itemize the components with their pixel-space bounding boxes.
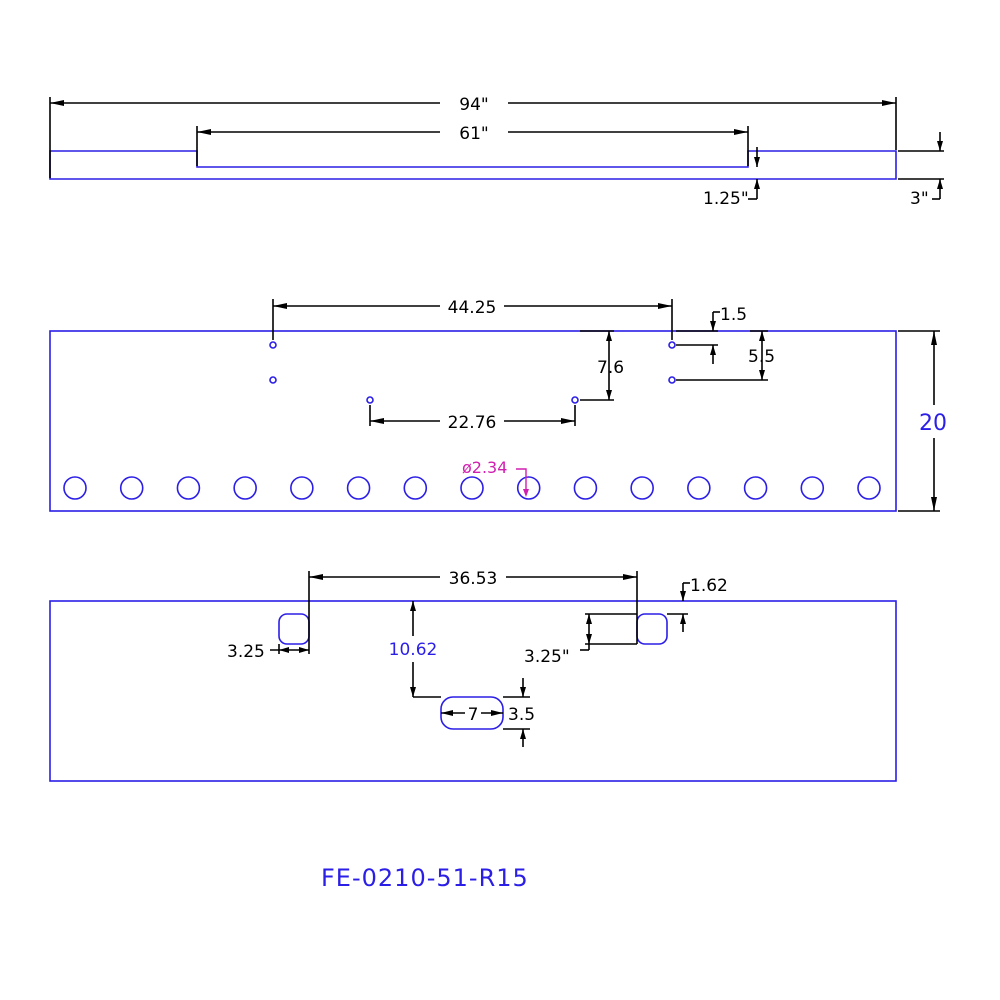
bolt-hole xyxy=(516,476,541,500)
thickness-dimension: 3" xyxy=(898,132,944,209)
notch-length-dimension: 61" xyxy=(196,124,749,166)
mounting-hole xyxy=(571,396,579,404)
hole-spacing-label: 44.25 xyxy=(448,298,497,318)
lower-hole-height-dimension: 7.6 xyxy=(580,330,624,401)
hole-spacing-dimension: 44.25 xyxy=(272,298,673,340)
slot-spacing-label: 36.53 xyxy=(449,569,498,589)
overall-length-label: 94" xyxy=(459,95,488,115)
left-slot-size-label: 3.25 xyxy=(227,642,265,662)
hole-vertical-spacing-dimension: 5.5 xyxy=(676,330,775,381)
top-view: 94" 61" 1.25" xyxy=(49,95,944,209)
bolt-hole xyxy=(119,476,144,500)
bolt-hole xyxy=(573,476,598,500)
notch-depth-dimension: 1.25" xyxy=(703,147,760,209)
left-slot xyxy=(278,613,310,645)
height-dimension: 20 xyxy=(898,330,947,512)
lower-hole-height-label: 7.6 xyxy=(597,358,624,378)
center-slot-width-dimension: 3.5 xyxy=(503,678,535,747)
bolt-hole-callout: ø2.34 xyxy=(462,458,529,497)
bottom-view-outline xyxy=(49,600,897,782)
left-slot-size-dimension: 3.25 xyxy=(227,642,310,662)
hole-vertical-spacing-label: 5.5 xyxy=(748,347,775,367)
bolt-hole xyxy=(403,476,428,500)
mounting-hole xyxy=(269,341,277,349)
notch-length-label: 61" xyxy=(459,124,488,144)
lower-hole-spacing-label: 22.76 xyxy=(448,413,497,433)
bolt-hole xyxy=(743,476,768,500)
slot-spacing-dimension: 36.53 xyxy=(308,569,638,644)
bolt-hole xyxy=(687,476,711,500)
bolt-hole xyxy=(800,476,825,500)
thickness-label: 3" xyxy=(910,189,929,209)
bolt-hole xyxy=(857,476,881,500)
center-slot-length-dimension: 7 xyxy=(441,705,503,725)
mounting-hole xyxy=(366,396,374,404)
bolt-hole-diameter-label: ø2.34 xyxy=(462,458,507,477)
top-view-outline xyxy=(49,150,897,180)
hole-offset-dimension: 1.5 xyxy=(676,305,747,364)
height-label: 20 xyxy=(919,411,947,436)
front-view: 44.25 1.5 5.5 7 xyxy=(49,298,947,512)
center-slot-height-dimension: 10.62 xyxy=(389,601,441,698)
bolt-hole xyxy=(290,476,314,500)
bolt-hole xyxy=(346,476,371,500)
bolt-hole xyxy=(233,476,257,500)
hole-offset-label: 1.5 xyxy=(720,305,747,325)
notch-depth-label: 1.25" xyxy=(703,189,749,209)
bolt-hole xyxy=(630,476,654,500)
right-slot-size-dimension: 3.25" xyxy=(524,613,637,667)
bottom-view: 36.53 1.62 3.25 xyxy=(49,569,897,782)
bolt-hole xyxy=(63,476,87,500)
overall-length-dimension: 94" xyxy=(49,95,897,178)
mounting-hole xyxy=(668,376,676,384)
mounting-hole xyxy=(269,376,277,384)
lower-hole-spacing-dimension: 22.76 xyxy=(369,405,576,433)
center-slot-width-label: 3.5 xyxy=(508,705,535,725)
bolt-hole xyxy=(460,476,484,500)
slot-top-offset-dimension: 1.62 xyxy=(667,576,728,632)
front-view-outline xyxy=(49,330,897,512)
right-slot xyxy=(636,613,668,645)
part-number: FE-0210-51-R15 xyxy=(321,864,529,892)
right-slot-size-label: 3.25" xyxy=(524,647,570,667)
center-slot-height-label: 10.62 xyxy=(389,640,438,660)
bolt-hole xyxy=(176,476,201,500)
bolt-hole-row xyxy=(63,476,881,500)
center-slot-length-label: 7 xyxy=(468,705,479,725)
mounting-hole xyxy=(668,341,676,349)
slot-top-offset-label: 1.62 xyxy=(690,576,728,596)
